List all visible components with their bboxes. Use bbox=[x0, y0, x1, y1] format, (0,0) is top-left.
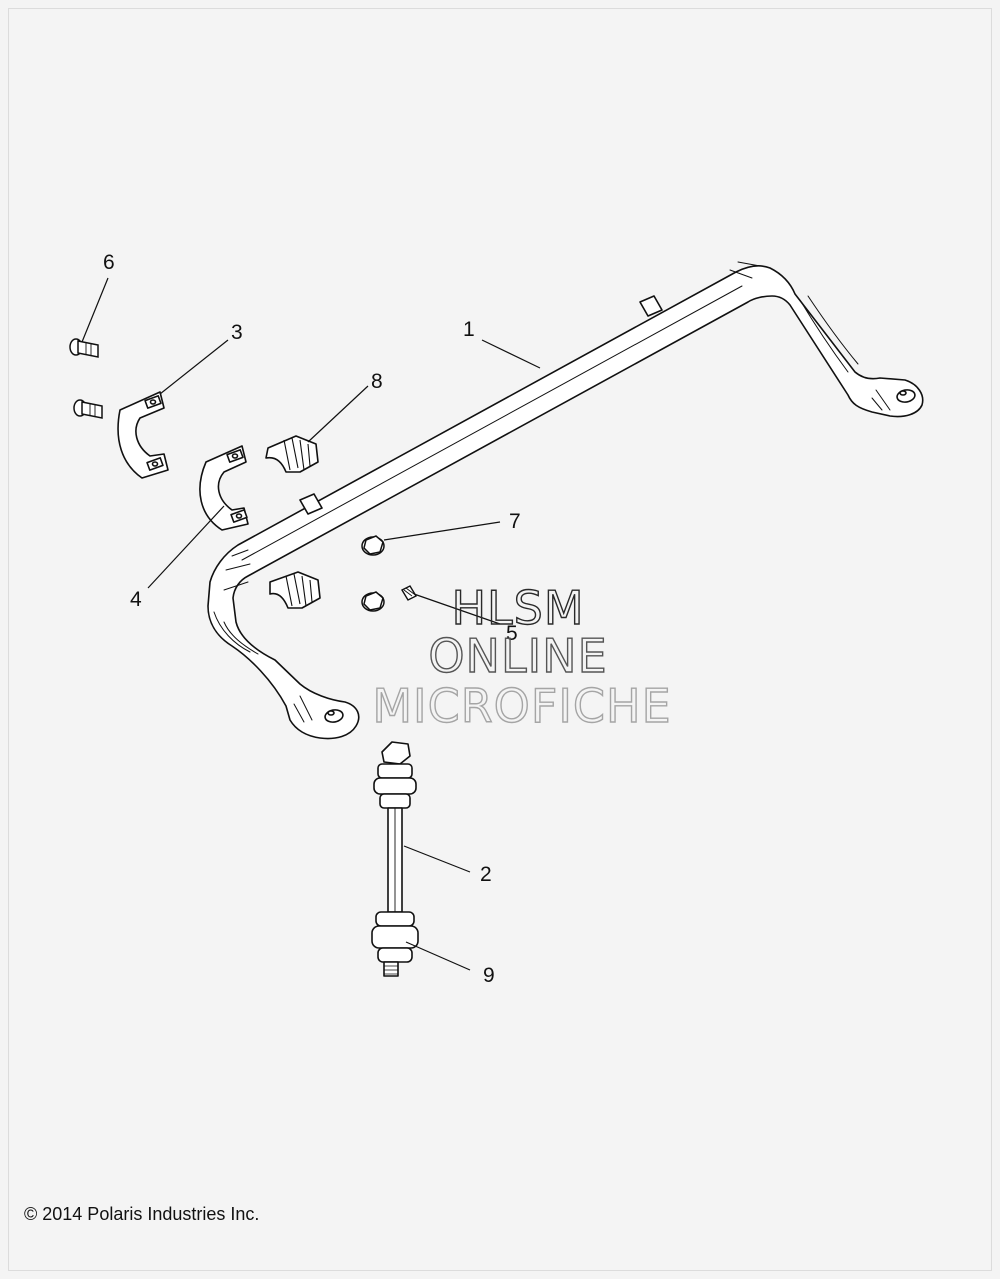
watermark-line-2: ONLINE bbox=[428, 629, 607, 683]
flange-nut-lower bbox=[361, 591, 385, 612]
bolt-upper bbox=[69, 338, 99, 358]
bushing-lower bbox=[269, 571, 321, 609]
leader-lines bbox=[81, 277, 541, 971]
callout-8: 8 bbox=[371, 370, 383, 393]
watermark: HLSM ONLINE MICROFICHE bbox=[372, 580, 672, 733]
flange-nut-upper bbox=[361, 535, 385, 556]
callout-1: 1 bbox=[463, 318, 475, 341]
grease-fitting bbox=[401, 585, 417, 601]
callout-5: 5 bbox=[506, 622, 518, 645]
copyright-notice: © 2014 Polaris Industries Inc. bbox=[24, 1204, 260, 1224]
bushing-upper bbox=[265, 435, 319, 473]
leader-9 bbox=[405, 941, 471, 971]
watermark-line-3: MICROFICHE bbox=[372, 679, 671, 733]
bar-clamp-upper bbox=[117, 391, 169, 479]
leader-2 bbox=[403, 845, 471, 873]
leader-7 bbox=[383, 521, 501, 541]
callout-6: 6 bbox=[103, 251, 115, 274]
callout-2: 2 bbox=[480, 863, 492, 886]
callout-7: 7 bbox=[509, 510, 521, 533]
callouts: 1 2 3 4 5 6 7 8 9 bbox=[103, 251, 521, 987]
callout-3: 3 bbox=[231, 321, 243, 344]
leader-4 bbox=[147, 505, 225, 589]
stabilizer-bar bbox=[207, 261, 924, 740]
leader-8 bbox=[307, 385, 369, 443]
page-border bbox=[8, 8, 992, 1271]
leader-1 bbox=[481, 339, 541, 369]
leader-5 bbox=[413, 593, 501, 625]
watermark-line-1: HLSM bbox=[451, 581, 584, 635]
callout-9: 9 bbox=[483, 964, 495, 987]
bar-clamp-lower bbox=[199, 445, 249, 531]
leader-6 bbox=[81, 277, 109, 343]
leader-3 bbox=[159, 339, 229, 395]
bolt-lower bbox=[73, 399, 103, 419]
stabilizer-link bbox=[371, 741, 419, 977]
callout-4: 4 bbox=[130, 588, 142, 611]
